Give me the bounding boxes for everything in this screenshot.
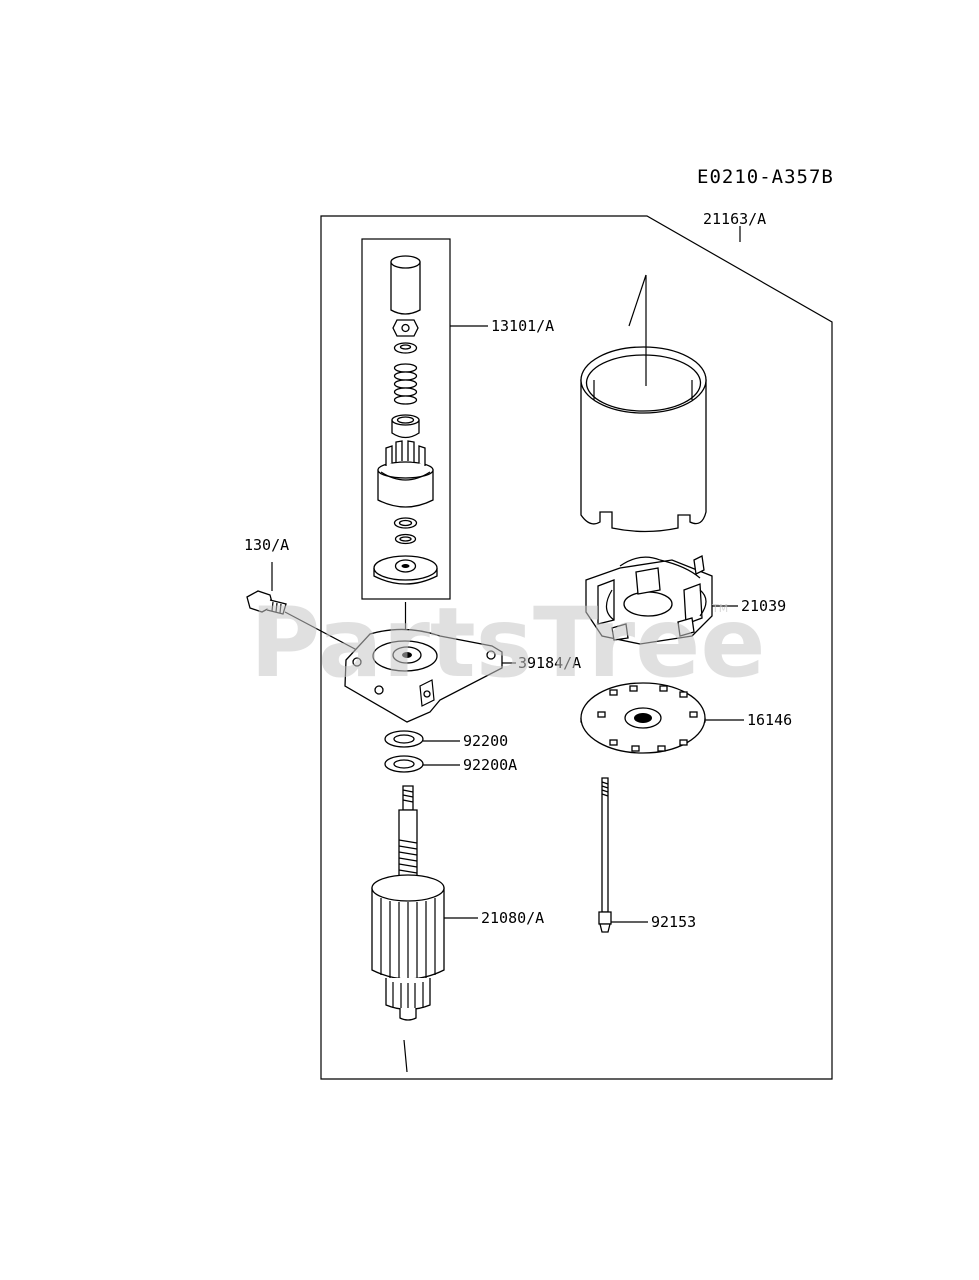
label-92153: 92153: [651, 913, 696, 931]
end-plate-part: [580, 682, 706, 754]
label-130: 130/A: [244, 536, 289, 554]
label-13101: 13101/A: [491, 317, 554, 335]
label-39184: 39184/A: [518, 654, 581, 672]
drive-ring-upper-part: [393, 517, 418, 529]
diagram-code: E0210-A357B: [697, 166, 834, 188]
drive-spring-part: [393, 363, 418, 405]
armature-part: [371, 785, 445, 1021]
washer-92200a-part: [384, 755, 424, 773]
through-bolt-part: [598, 777, 612, 933]
label-16146: 16146: [747, 711, 792, 729]
drive-washer-part: [393, 342, 418, 354]
watermark-trademark: TM: [711, 602, 728, 615]
yoke-housing-part: [580, 346, 707, 533]
label-92200a: 92200A: [463, 756, 517, 774]
assembly-frame: [320, 215, 833, 1080]
brush-holder-part: [585, 555, 713, 645]
washer-92200-part: [384, 730, 424, 748]
drive-nut-part: [392, 319, 419, 337]
label-21163: 21163/A: [703, 210, 766, 228]
label-21039: 21039: [741, 597, 786, 615]
drive-subassembly-box: [361, 238, 451, 600]
drive-cap-part: [390, 255, 421, 315]
drive-ring-lower-part: [394, 533, 417, 545]
mounting-bracket-part: [344, 628, 503, 723]
flange-bolt-part: [246, 590, 287, 615]
drive-collar-part: [391, 414, 420, 439]
label-92200: 92200: [463, 732, 508, 750]
label-21080: 21080/A: [481, 909, 544, 927]
pinion-gear-part: [377, 440, 434, 508]
partstree-watermark: PartsTree: [250, 587, 765, 699]
drive-stop-plate-part: [373, 555, 438, 585]
